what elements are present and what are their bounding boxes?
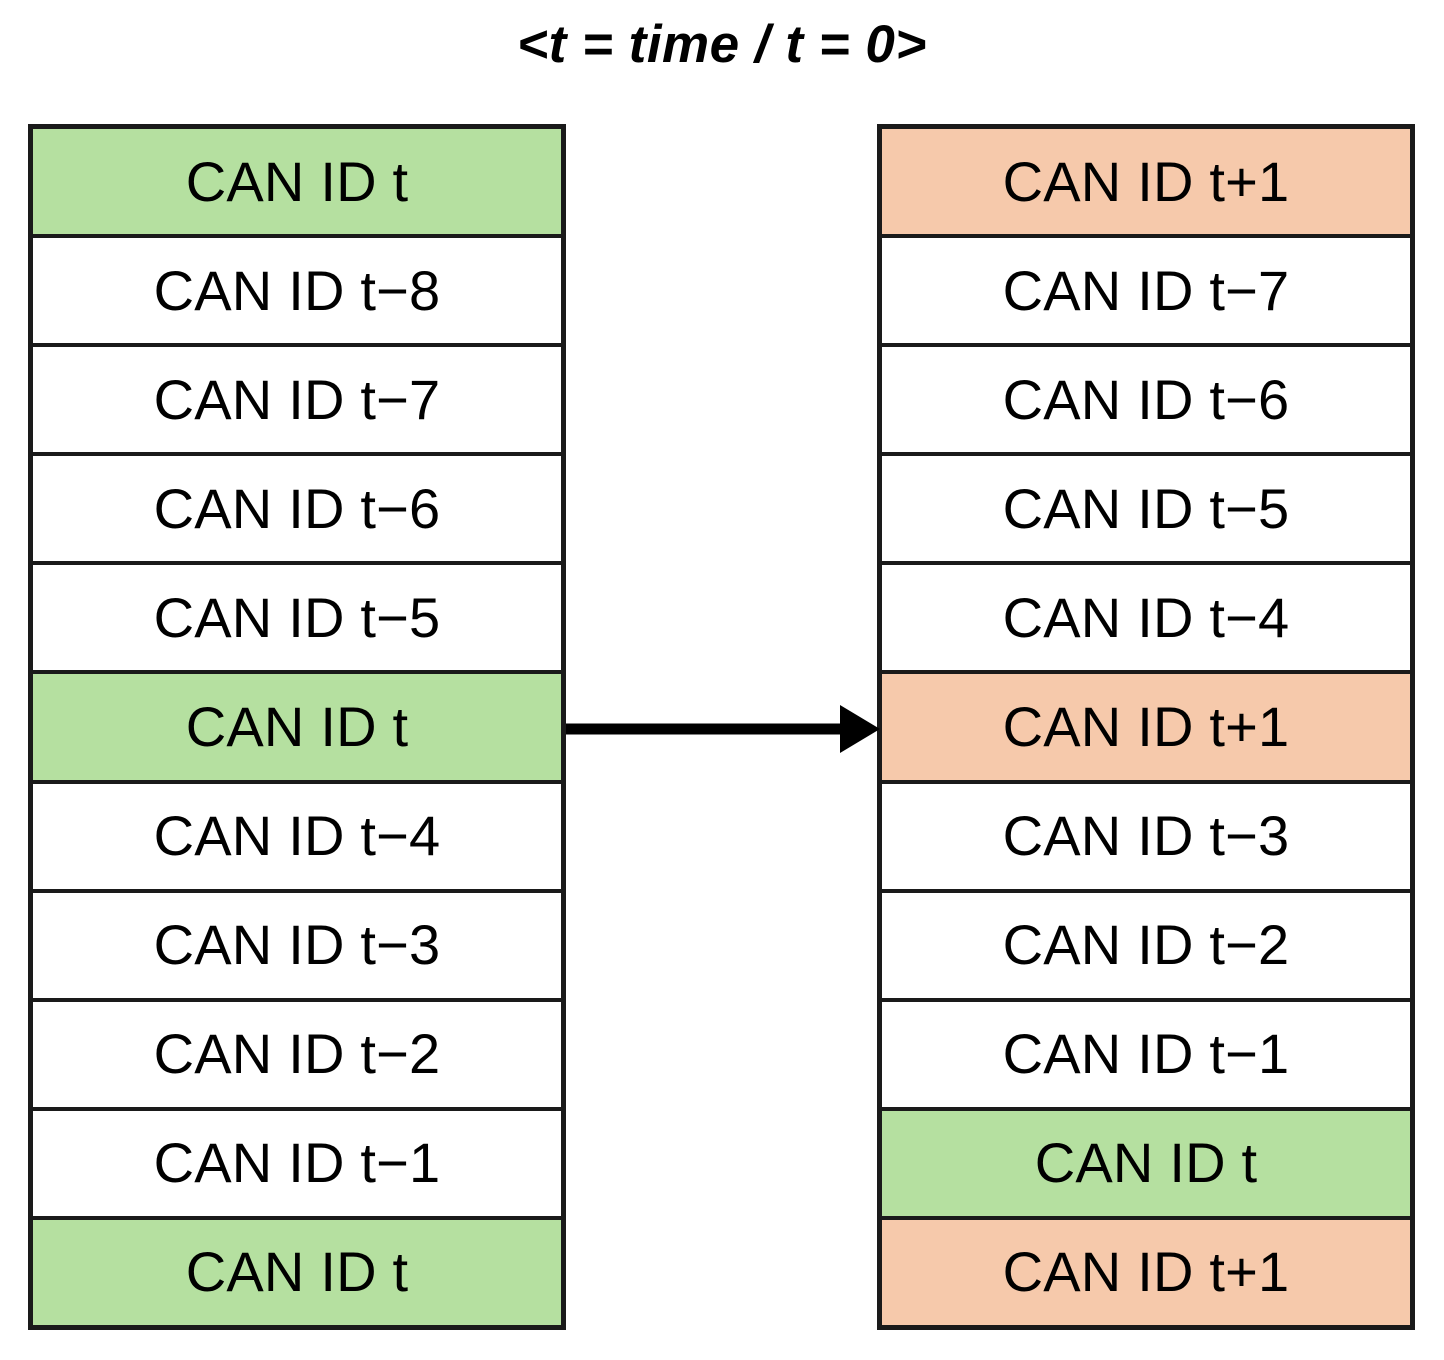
left-row-8: CAN ID t−3 (33, 892, 561, 1002)
left-row-11-label: CAN ID t (185, 1240, 409, 1304)
left-row-6-label: CAN ID t (185, 695, 409, 759)
left-row-7-label: CAN ID t−4 (153, 804, 441, 868)
left-row-9-label: CAN ID t−2 (153, 1022, 441, 1086)
right-row-11-label: CAN ID t+1 (1002, 1240, 1290, 1304)
left-row-11: CAN ID t (33, 1219, 561, 1326)
right-row-10: CAN ID t (882, 1110, 1410, 1220)
left-row-10-label: CAN ID t−1 (153, 1131, 441, 1195)
left-row-1-label: CAN ID t (185, 149, 409, 213)
left-row-8-label: CAN ID t−3 (153, 913, 441, 977)
right-row-9: CAN ID t−1 (882, 1001, 1410, 1111)
right-row-10-label: CAN ID t (1034, 1131, 1258, 1195)
left-row-5-label: CAN ID t−5 (153, 585, 441, 649)
right-row-5-label: CAN ID t−4 (1002, 585, 1290, 649)
left-row-2: CAN ID t−8 (33, 238, 561, 348)
left-row-3: CAN ID t−7 (33, 347, 561, 457)
right-row-2: CAN ID t−7 (882, 238, 1410, 348)
left-row-10: CAN ID t−1 (33, 1110, 561, 1220)
right-row-8: CAN ID t−2 (882, 892, 1410, 1002)
right-row-2-label: CAN ID t−7 (1002, 258, 1290, 322)
right-row-7: CAN ID t−3 (882, 783, 1410, 893)
right-row-9-label: CAN ID t−1 (1002, 1022, 1290, 1086)
page-title: <t = time / t = 0> (517, 15, 927, 74)
right-row-4: CAN ID t−5 (882, 456, 1410, 566)
transition-arrow-icon (566, 705, 880, 753)
left-row-9: CAN ID t−2 (33, 1001, 561, 1111)
left-row-4-label: CAN ID t−6 (153, 476, 441, 540)
left-row-3-label: CAN ID t−7 (153, 367, 441, 431)
left-row-6: CAN ID t (33, 674, 561, 784)
left-row-7: CAN ID t−4 (33, 783, 561, 893)
left-row-1: CAN ID t (33, 129, 561, 239)
right-row-1: CAN ID t+1 (882, 129, 1410, 239)
right-row-6: CAN ID t+1 (882, 674, 1410, 784)
right-row-5: CAN ID t−4 (882, 565, 1410, 675)
left-row-4: CAN ID t−6 (33, 456, 561, 566)
right-row-7-label: CAN ID t−3 (1002, 804, 1290, 868)
right-row-4-label: CAN ID t−5 (1002, 476, 1290, 540)
right-row-1-label: CAN ID t+1 (1002, 149, 1290, 213)
left-row-2-label: CAN ID t−8 (153, 258, 441, 322)
left-row-5: CAN ID t−5 (33, 565, 561, 675)
right-row-6-label: CAN ID t+1 (1002, 695, 1290, 759)
right-row-8-label: CAN ID t−2 (1002, 913, 1290, 977)
right-row-3-label: CAN ID t−6 (1002, 367, 1290, 431)
right-row-3: CAN ID t−6 (882, 347, 1410, 457)
right-row-11: CAN ID t+1 (882, 1219, 1410, 1326)
